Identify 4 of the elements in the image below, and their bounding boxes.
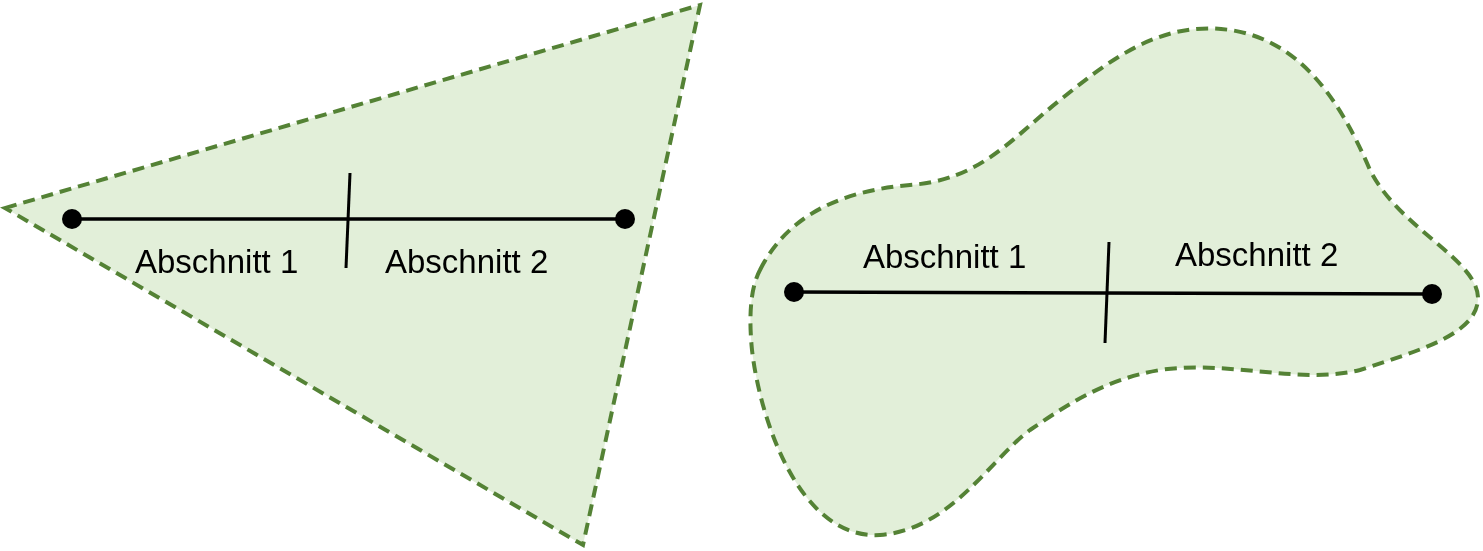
segment-label: Abschnitt 2 (385, 245, 549, 278)
segment-label: Abschnitt 1 (135, 245, 299, 278)
segment-label: Abschnitt 2 (1175, 238, 1339, 271)
segment-label: Abschnitt 1 (863, 240, 1027, 273)
